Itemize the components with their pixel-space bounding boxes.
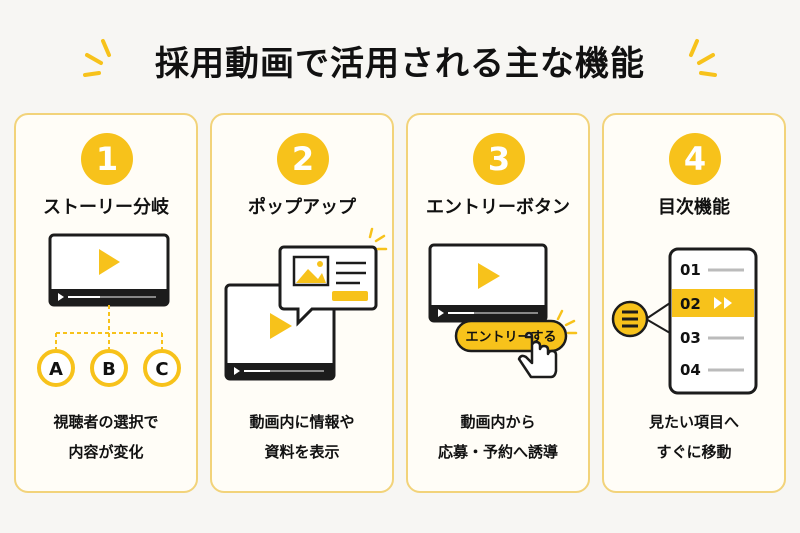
toc-item-04: 04 xyxy=(680,361,701,379)
branching-video-icon: A B C xyxy=(37,233,181,387)
step-number-badge: 2 xyxy=(277,133,329,185)
step-number-badge: 4 xyxy=(669,133,721,185)
card-description: 動画内から 応募・予約へ誘導 xyxy=(437,413,558,461)
toc-item-03: 03 xyxy=(680,329,701,347)
entry-button-video-icon: エントリーする xyxy=(428,243,578,379)
card-title: ストーリー分岐 xyxy=(43,197,169,218)
entry-button-label: エントリーする xyxy=(465,330,556,345)
feature-card-story-branching: 1 ストーリー分岐 A B C 視聴者の選択で 内容が変化 xyxy=(14,113,198,493)
step-number-badge: 1 xyxy=(81,133,133,185)
card-title: エントリーボタン xyxy=(426,197,570,218)
sparkle-left-icon xyxy=(83,39,111,77)
feature-card-popup: 2 ポップアップ 動画内に情報や 資料を表示 xyxy=(210,113,394,493)
popup-video-icon xyxy=(224,227,388,381)
card-description: 見たい項目へ すぐに移動 xyxy=(648,413,739,461)
branch-option-c: C xyxy=(155,359,168,380)
card-title: 目次機能 xyxy=(658,197,730,218)
feature-card-entry-button: 3 エントリーボタン エントリーする 動画内から 応募・予約へ誘導 xyxy=(406,113,590,493)
branch-option-a: A xyxy=(49,359,63,380)
feature-cards: 1 ストーリー分岐 A B C 視聴者の選択で 内容が変化 2 xyxy=(14,113,786,495)
toc-item-01: 01 xyxy=(680,261,701,279)
toc-item-02: 02 xyxy=(680,295,701,313)
card-description: 動画内に情報や 資料を表示 xyxy=(249,413,355,461)
feature-card-table-of-contents: 4 目次機能 01 02 03 04 見たい項目へ すぐに移動 xyxy=(602,113,786,493)
branch-option-b: B xyxy=(102,359,116,380)
sparkle-right-icon xyxy=(689,39,717,77)
card-title: ポップアップ xyxy=(248,197,356,218)
title-bar: 採用動画で活用される主な機能 xyxy=(0,30,800,90)
step-number-badge: 3 xyxy=(473,133,525,185)
table-of-contents-icon: 01 02 03 04 xyxy=(611,247,758,395)
page-title: 採用動画で活用される主な機能 xyxy=(155,43,645,84)
card-description: 視聴者の選択で 内容が変化 xyxy=(53,413,159,461)
